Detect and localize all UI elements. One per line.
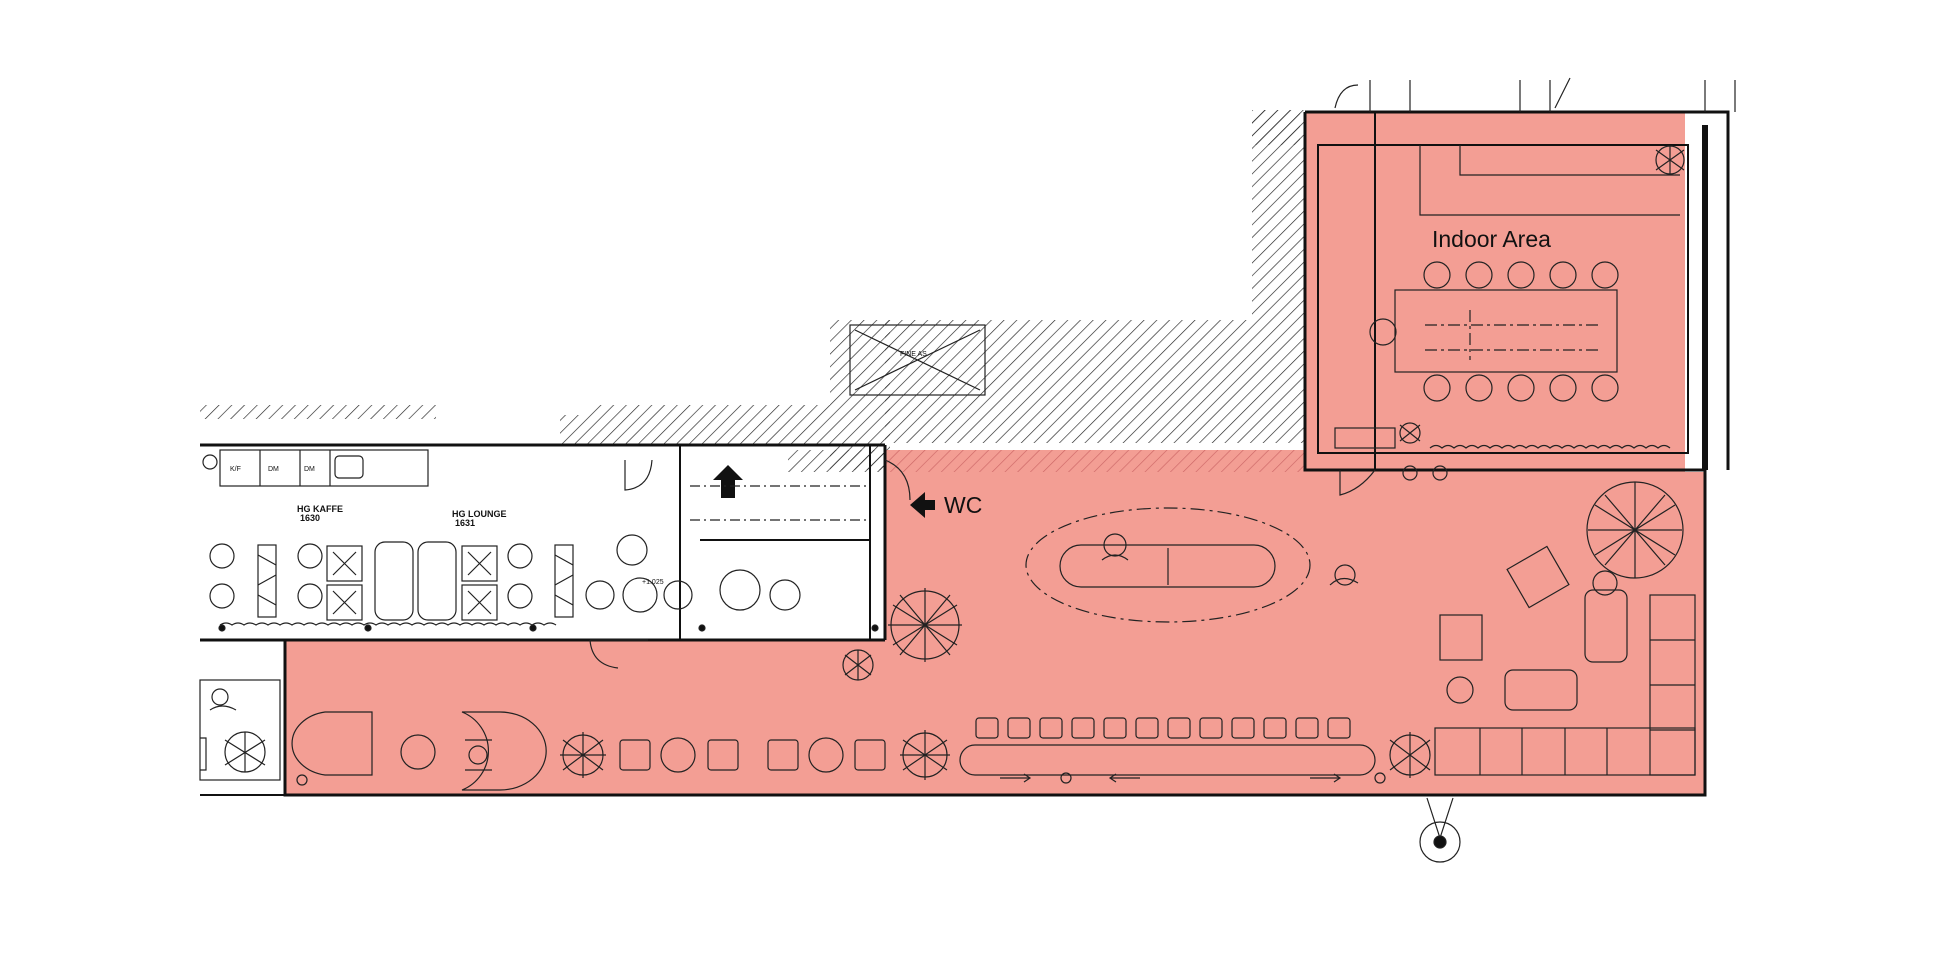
highlighted-zones: [285, 112, 1705, 795]
wc-label: WC: [944, 492, 982, 518]
plant-icon: [1655, 145, 1685, 175]
dm-label: DM: [304, 466, 315, 473]
meeting-table: [1394, 289, 1618, 373]
plant-icon: [888, 588, 962, 662]
wc-sign[interactable]: WC: [910, 492, 982, 518]
room-label-hg-kaffe: HG KAFFE: [297, 504, 343, 514]
person-icon: [1329, 564, 1359, 586]
interior-far-left: [199, 679, 281, 781]
indoor-area-furniture: Indoor Area: [1334, 145, 1685, 449]
plant-icon: [1399, 422, 1421, 444]
interior-left: K/F DM DM HG KAFFE 1630 HG LOUNGE 1631 +…: [202, 324, 1448, 669]
level-label: +1.025: [642, 579, 664, 586]
room-number-1631: 1631: [455, 518, 475, 528]
room-number-1630: 1630: [300, 513, 320, 523]
zone-terrace: [285, 472, 1705, 795]
walls: [200, 110, 1730, 797]
plant-icon: [560, 732, 606, 778]
plant-icon: [900, 730, 950, 780]
terrace-furniture: [291, 481, 1696, 863]
plant-icon: [224, 731, 266, 773]
long-planter: [1059, 544, 1276, 588]
arrow-left-icon: [910, 492, 935, 518]
hatch-note: FINE AS: [900, 351, 927, 358]
long-bench: [959, 744, 1376, 776]
exterior-railings: [1334, 77, 1736, 112]
tree-base-icon: [1419, 797, 1461, 863]
kf-label: K/F: [230, 466, 241, 473]
dm-label: DM: [268, 466, 279, 473]
room-label-hg-lounge: HG LOUNGE: [452, 509, 507, 519]
tree-icon: [1586, 481, 1684, 579]
zone-indoor-area: [1305, 112, 1685, 472]
person-icon: [465, 739, 492, 771]
planter-icon: [554, 544, 574, 618]
arrow-up-icon: [713, 465, 743, 498]
zone-corridor-strip: [885, 450, 1305, 472]
hatched-structure: [200, 110, 1305, 472]
plant-icon: [1389, 732, 1431, 778]
planter-icon: [257, 544, 277, 618]
person-icon: [1101, 533, 1129, 561]
person-icon: [209, 688, 237, 711]
indoor-area-label: Indoor Area: [1432, 226, 1551, 252]
plant-icon: [842, 649, 874, 681]
